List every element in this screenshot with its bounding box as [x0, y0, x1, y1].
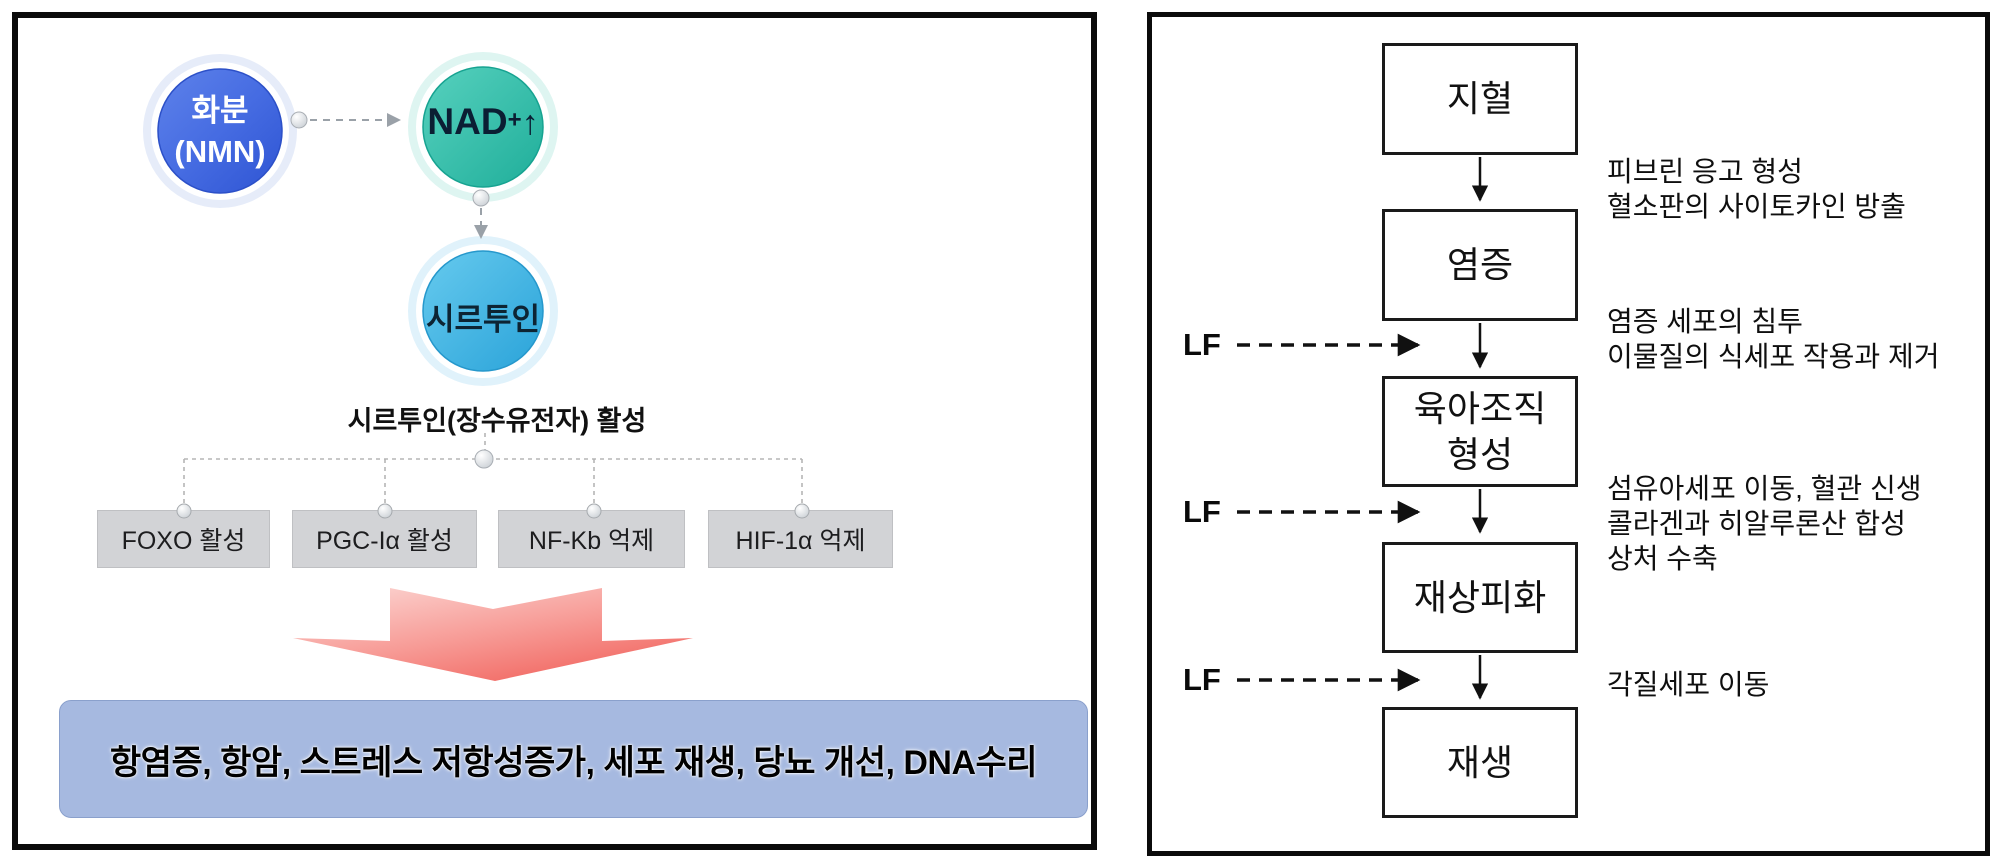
- pollen-label-line2: (NMN): [174, 134, 266, 169]
- lf-label-3: LF: [1183, 662, 1221, 697]
- effect-box-nfkb: NF-Kb 억제: [498, 510, 685, 568]
- effect-box-hif: HIF-1α 억제: [708, 510, 893, 568]
- annotation-inflammation: 염증 세포의 침투 이물질의 식세포 작용과 제거: [1607, 306, 1940, 372]
- annotation-keratinocyte: 각질세포 이동: [1607, 669, 1770, 700]
- effect-box-foxo: FOXO 활성: [97, 510, 270, 568]
- nad-node-label: NAD+↑: [403, 101, 563, 143]
- stage-box-reepithelialization: 재상피화: [1382, 542, 1578, 653]
- sirtuin-node-label: 시르투인: [425, 302, 541, 337]
- result-box: 항염증, 항암, 스트레스 저항성증가, 세포 재생, 당뇨 개선, DNA수리: [59, 700, 1088, 818]
- pollen-node-label: 화분 (NMN): [128, 90, 312, 172]
- annotation-granulation: 섬유아세포 이동, 혈관 신생 콜라겐과 히알루론산 합성 상처 수축: [1607, 473, 1922, 574]
- activation-caption: 시르투인(장수유전자) 활성: [347, 406, 647, 436]
- stage-box-hemostasis: 지혈: [1382, 43, 1578, 155]
- lf-label-2: LF: [1183, 494, 1221, 529]
- result-text: 항염증, 항암, 스트레스 저항성증가, 세포 재생, 당뇨 개선, DNA수리: [109, 743, 1038, 782]
- nad-text: NAD: [427, 101, 508, 142]
- stage-box-granulation: 육아조직 형성: [1382, 376, 1578, 487]
- lf-label-1: LF: [1183, 327, 1221, 362]
- pollen-label-line1: 화분: [191, 93, 249, 128]
- nad-up-arrow-icon: ↑: [521, 104, 539, 142]
- stage-box-regeneration: 재생: [1382, 707, 1578, 818]
- effect-box-pgc: PGC-Iα 활성: [292, 510, 477, 568]
- stage-box-inflammation: 염증: [1382, 209, 1578, 321]
- nad-plus-superscript: +: [507, 106, 522, 134]
- annotation-hemostasis: 피브린 응고 형성 혈소판의 사이토카인 방출: [1607, 156, 1906, 222]
